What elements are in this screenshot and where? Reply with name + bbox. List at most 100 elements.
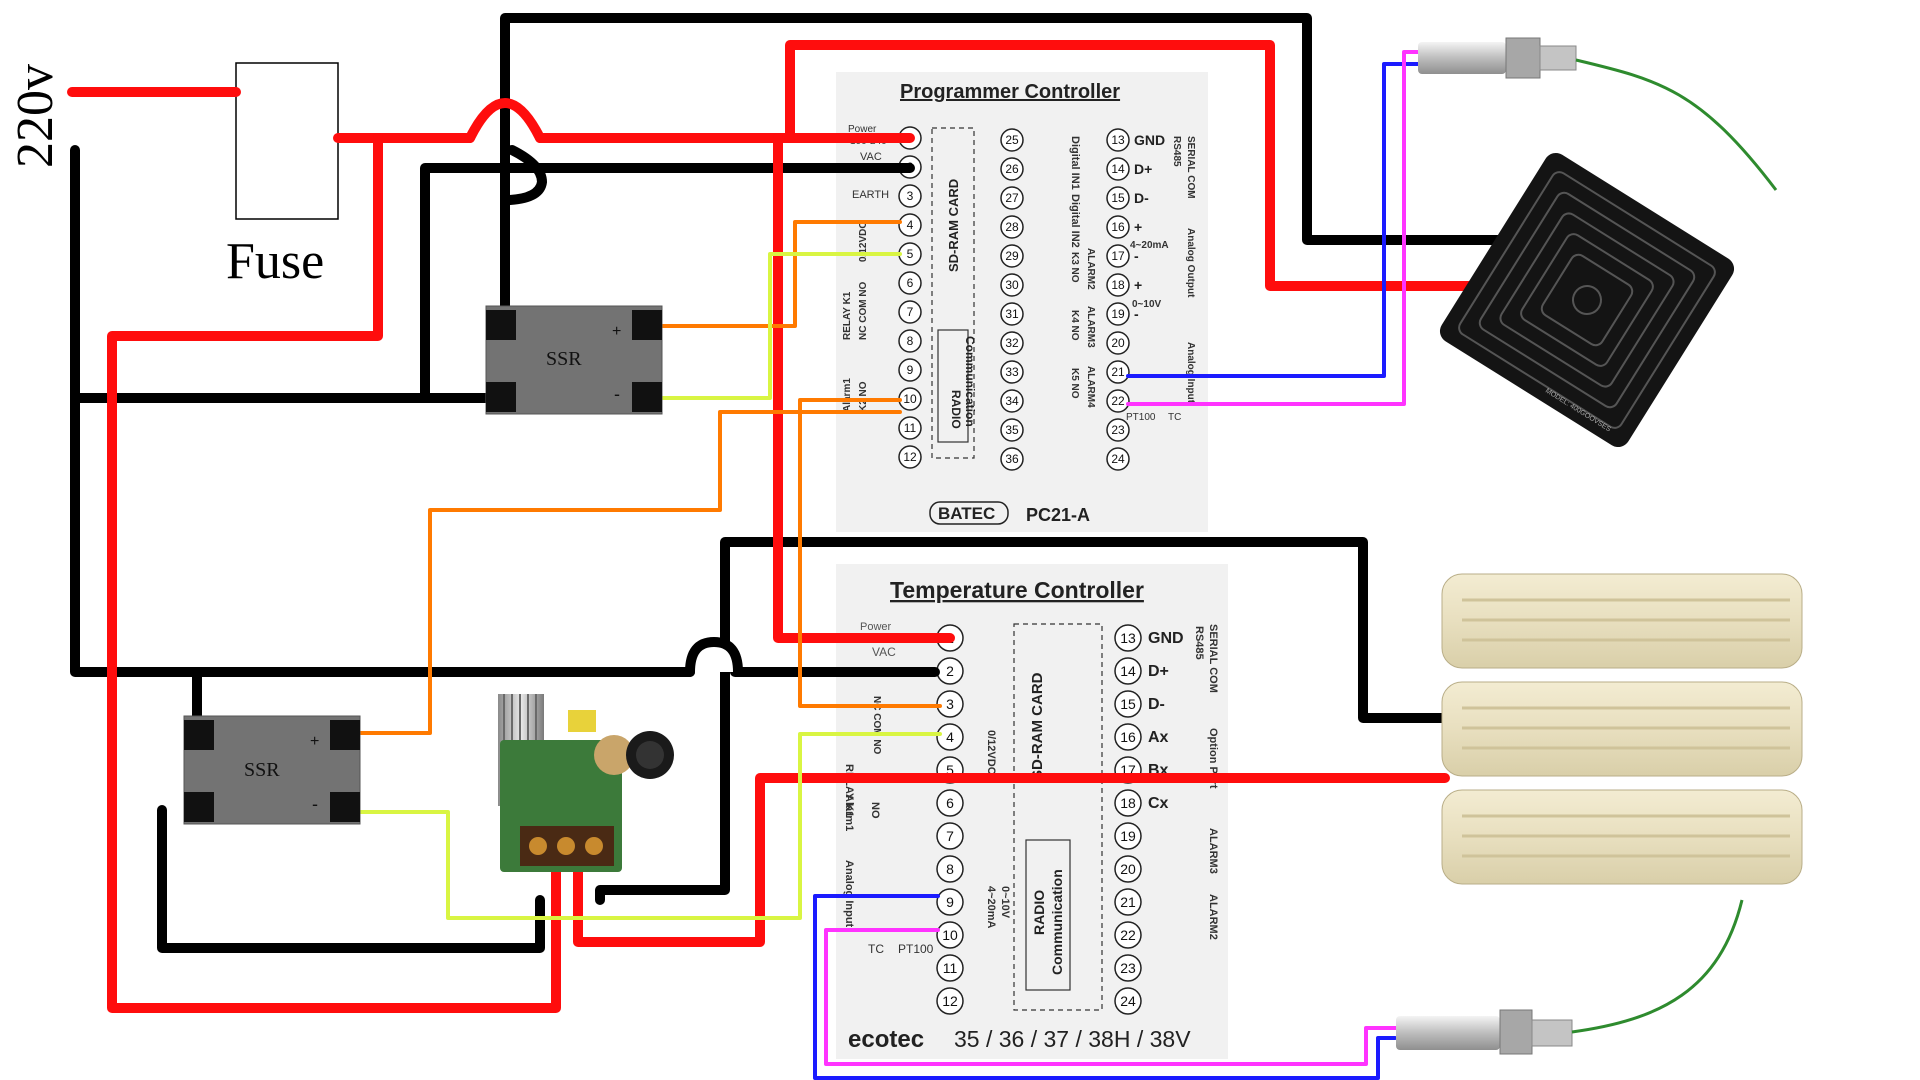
programmer-left-number-4: 4 xyxy=(907,218,914,232)
programmer-brand-box xyxy=(929,501,1009,525)
temperature-left-number-8: 8 xyxy=(946,861,954,877)
programmer-mid-number-25: 25 xyxy=(1005,133,1019,147)
programmer-mid-number-36: 36 xyxy=(1005,452,1019,466)
hop-black xyxy=(505,145,547,205)
programmer-right-circle-15 xyxy=(1106,186,1130,210)
programmer-alarm3-label: ALARM3 xyxy=(1085,306,1096,348)
programmer-left-circle-12 xyxy=(898,445,922,469)
dimmer-pot-base xyxy=(594,735,634,775)
temperature-alarm2-label: ALARM2 xyxy=(1207,894,1219,940)
temperature-left-number-7: 7 xyxy=(946,828,954,844)
ssr-lower-label: SSR xyxy=(244,759,280,781)
programmer-mid-number-30: 30 xyxy=(1005,278,1019,292)
programmer-alarm1-label: Alarm1 xyxy=(842,378,853,412)
programmer-radio-box xyxy=(937,329,969,443)
programmer-serial-label: SERIAL COM xyxy=(1185,136,1196,199)
programmer-sd-box xyxy=(931,127,975,459)
temperature-right-side-label-13: GND xyxy=(1148,630,1184,647)
programmer-right-circle-17 xyxy=(1106,244,1130,268)
programmer-right-number-15: 15 xyxy=(1111,191,1125,205)
ctrl-minus-1 xyxy=(653,252,902,400)
programmer-earth-label: EARTH xyxy=(852,189,889,201)
probe-bottom-sleeve xyxy=(1396,1016,1500,1050)
dimmer-knob-ring xyxy=(636,741,664,769)
dimmer-capacitor xyxy=(568,710,596,732)
ceramic-heater-2 xyxy=(1441,681,1803,777)
programmer-mid-circle-34 xyxy=(1000,389,1024,413)
temperature-right-number-15: 15 xyxy=(1120,696,1136,712)
programmer-left-circle-8 xyxy=(898,329,922,353)
fuse-box xyxy=(235,62,339,220)
temperature-left-number-3: 3 xyxy=(946,696,954,712)
ssr-lower-minus: - xyxy=(312,794,318,814)
temperature-right-number-23: 23 xyxy=(1120,960,1136,976)
programmer-left-circle-6 xyxy=(898,271,922,295)
temperature-left-number-2: 2 xyxy=(946,663,954,679)
programmer-right-number-16: 16 xyxy=(1111,220,1125,234)
programmer-mid-circle-31 xyxy=(1000,302,1024,326)
live-wire-drop xyxy=(107,133,561,1013)
temperature-no-label: NO xyxy=(869,802,881,819)
programmer-left-number-8: 8 xyxy=(907,334,914,348)
dimmer-screw-3 xyxy=(585,837,603,855)
ctrl-minus-2 xyxy=(353,732,942,920)
ssr-upper-label: SSR xyxy=(546,348,582,370)
temperature-left-number-9: 9 xyxy=(946,894,954,910)
programmer-right-side-label-19: - xyxy=(1134,306,1139,322)
probe-top-nut xyxy=(1505,37,1541,79)
programmer-left-number-3: 3 xyxy=(907,189,914,203)
programmer-left-circle-3 xyxy=(898,184,922,208)
programmer-right-number-18: 18 xyxy=(1111,278,1125,292)
programmer-brand: BATEC xyxy=(938,504,995,523)
programmer-left-circle-9 xyxy=(898,358,922,382)
programmer-left-number-5: 5 xyxy=(907,247,914,261)
sensor-wire-pink-2 xyxy=(824,928,1402,1066)
programmer-power-label: Power xyxy=(848,124,877,135)
programmer-title: Programmer Controller xyxy=(900,81,1120,103)
temperature-right-circle-22 xyxy=(1114,921,1142,949)
ssr-upper-term-tr xyxy=(632,310,662,340)
temperature-right-circle-23 xyxy=(1114,954,1142,982)
ctrl-plus-3 xyxy=(798,398,942,708)
programmer-din2-label: Digital IN2 xyxy=(1069,194,1081,248)
temperature-brand: ecotec xyxy=(848,1026,924,1053)
programmer-sd-label: SD-RAM CARD xyxy=(946,179,961,272)
programmer-mid-circle-25 xyxy=(1000,128,1024,152)
ssr-upper-plus: + xyxy=(612,323,621,340)
temperature-left-number-12: 12 xyxy=(942,993,958,1009)
programmer-right-number-24: 24 xyxy=(1111,452,1125,466)
temperature-panel xyxy=(836,564,1228,1059)
programmer-tc-label: TC xyxy=(1168,412,1181,423)
temperature-comm-label: Communication xyxy=(1049,869,1065,975)
programmer-left-circle-4 xyxy=(898,213,922,237)
programmer-right-number-19: 19 xyxy=(1111,307,1125,321)
ssr-upper-term-br xyxy=(632,382,662,412)
programmer-right-circle-23 xyxy=(1106,418,1130,442)
temperature-controller: Temperature Controller SD-RAM CARD RADIO… xyxy=(836,564,1228,1059)
ssr-upper-term-bl xyxy=(486,382,516,412)
ceramic-heater-1 xyxy=(1441,573,1803,669)
ssr-lower-plus: + xyxy=(310,733,319,750)
fuse-label: Fuse xyxy=(226,233,324,290)
probe-top-sleeve xyxy=(1418,42,1506,74)
programmer-left-number-9: 9 xyxy=(907,363,914,377)
programmer-mid-circle-28 xyxy=(1000,215,1024,239)
control-wires xyxy=(353,220,942,920)
programmer-aout-label: Analog Output xyxy=(1185,228,1196,298)
programmer-mid-circle-29 xyxy=(1000,244,1024,268)
programmer-alarm2-label: ALARM2 xyxy=(1085,248,1096,290)
temperature-right-circle-15 xyxy=(1114,690,1142,718)
programmer-mid-number-28: 28 xyxy=(1005,220,1019,234)
programmer-right-side-label-14: D+ xyxy=(1134,161,1152,177)
ssr-lower-term-br xyxy=(330,792,360,822)
temperature-sd-label: SD-RAM CARD xyxy=(1029,672,1046,780)
dimmer-screw-2 xyxy=(557,837,575,855)
ssr-lower-term-tr xyxy=(330,720,360,750)
programmer-right-circle-13 xyxy=(1106,128,1130,152)
programmer-left-number-10: 10 xyxy=(903,392,917,406)
ctrl-plus-1 xyxy=(653,220,902,328)
programmer-din1-label: Digital IN1 xyxy=(1069,136,1081,190)
programmer-right-side-label-16: + xyxy=(1134,219,1142,235)
temperature-alarm1-label: Alarm1 xyxy=(843,794,855,831)
